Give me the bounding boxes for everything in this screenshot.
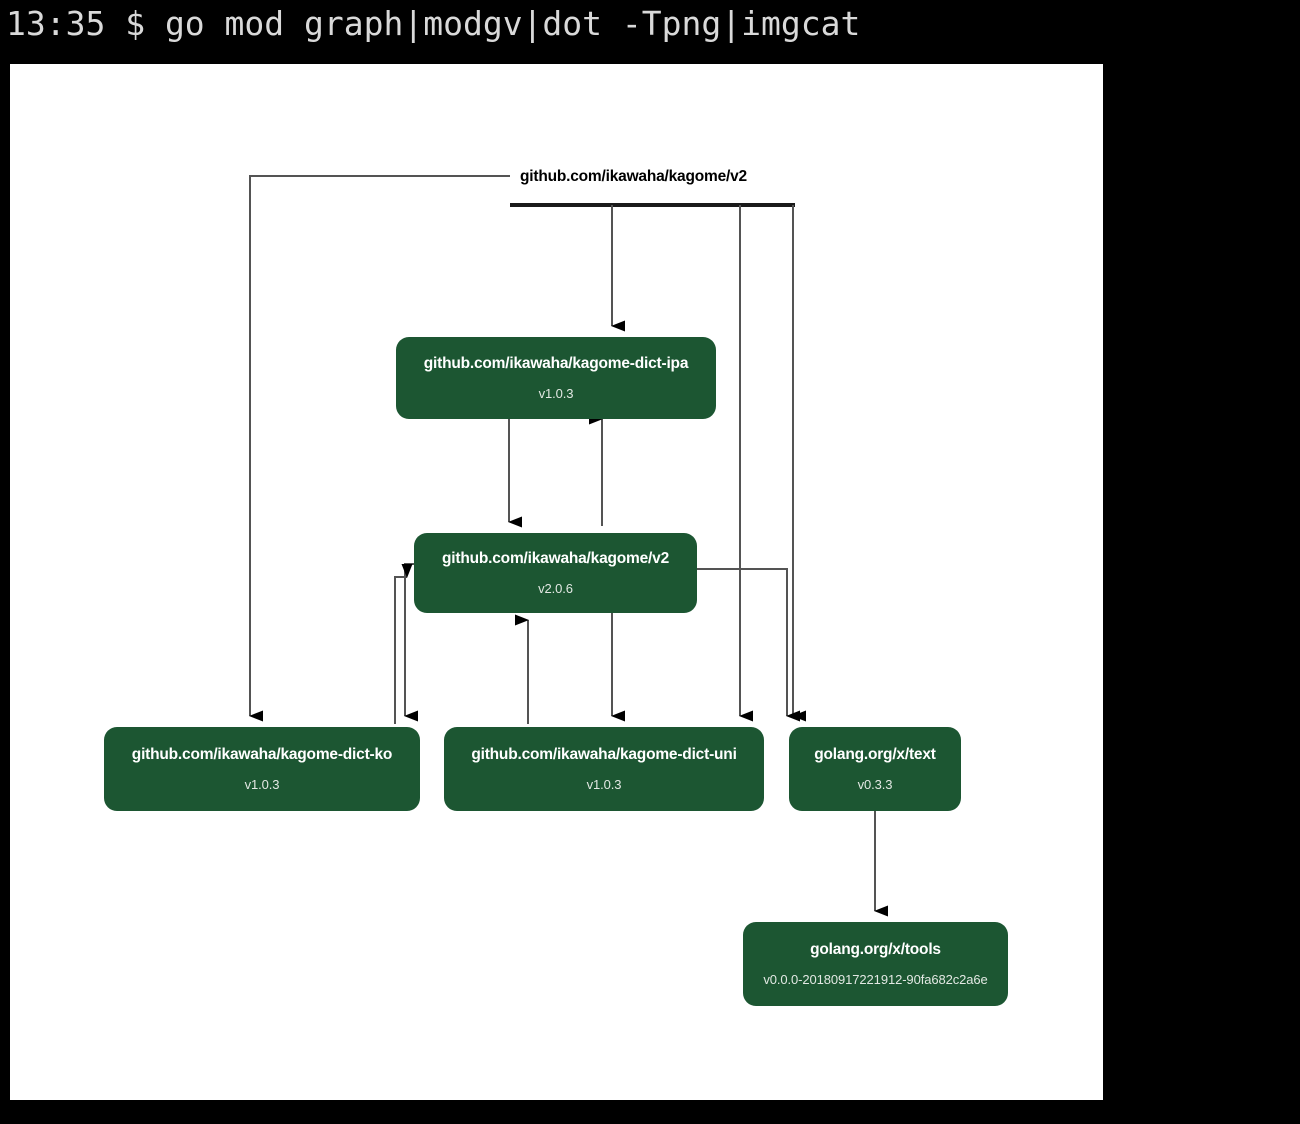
node-version-kagome-dict-ko: v1.0.3: [244, 776, 280, 792]
node-version-golang-x-text: v0.3.3: [857, 776, 893, 792]
graph-image-canvas: github.com/ikawaha/kagome/v2 github.com/…: [10, 64, 1103, 1100]
node-version-kagome-v2: v2.0.6: [538, 580, 573, 596]
graph-node-kagome-dict-ko[interactable]: github.com/ikawaha/kagome-dict-ko v1.0.3: [104, 727, 420, 811]
node-version-golang-x-tools: v0.0.0-20180917221912-90fa682c2a6e: [763, 971, 988, 987]
graph-node-kagome-v2[interactable]: github.com/ikawaha/kagome/v2 v2.0.6: [414, 533, 697, 613]
graph-node-kagome-dict-uni[interactable]: github.com/ikawaha/kagome-dict-uni v1.0.…: [444, 727, 764, 811]
node-name-kagome-dict-ipa: github.com/ikawaha/kagome-dict-ipa: [423, 354, 689, 372]
node-name-kagome-dict-uni: github.com/ikawaha/kagome-dict-uni: [471, 745, 737, 763]
prompt-text: 13:35 $ go mod graph|modgv|dot -Tpng|img…: [6, 4, 861, 43]
graph-node-golang-x-tools[interactable]: golang.org/x/tools v0.0.0-20180917221912…: [743, 922, 1008, 1006]
graph-root-label: github.com/ikawaha/kagome/v2: [520, 168, 747, 185]
edge-kagome-v2-to-x-text: [697, 568, 800, 722]
node-name-kagome-v2: github.com/ikawaha/kagome/v2: [442, 549, 669, 567]
edge-root-to-dict-ko: [249, 175, 510, 722]
node-name-kagome-dict-ko: github.com/ikawaha/kagome-dict-ko: [131, 745, 393, 763]
node-version-kagome-dict-ipa: v1.0.3: [538, 385, 574, 401]
node-name-golang-x-text: golang.org/x/text: [814, 745, 936, 763]
node-name-golang-x-tools: golang.org/x/tools: [810, 940, 941, 958]
node-version-kagome-dict-uni: v1.0.3: [586, 776, 622, 792]
graph-edges-svg: [249, 175, 888, 917]
edge-dict-ko-to-kagome-v2: [394, 564, 413, 724]
graph-node-kagome-dict-ipa[interactable]: github.com/ikawaha/kagome-dict-ipa v1.0.…: [396, 337, 716, 419]
terminal-prompt-line: 13:35 $ go mod graph|modgv|dot -Tpng|img…: [6, 2, 860, 46]
graph-node-golang-x-text[interactable]: golang.org/x/text v0.3.3: [789, 727, 961, 811]
